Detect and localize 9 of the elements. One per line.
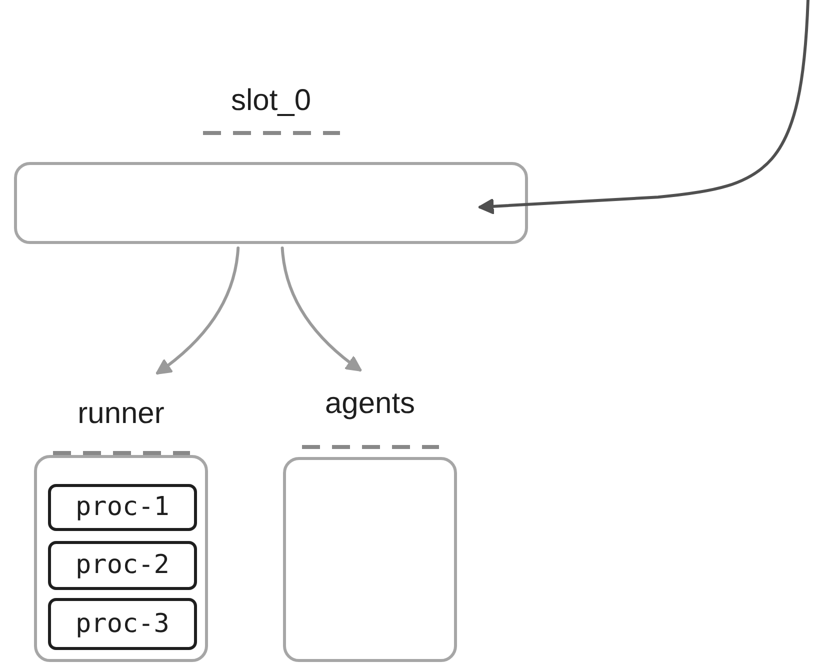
- process-box: proc-3: [48, 598, 197, 650]
- arrow: [280, 246, 362, 372]
- process-box: proc-2: [48, 541, 197, 590]
- process-box: proc-1: [48, 484, 197, 531]
- node-title: slot_0: [230, 83, 312, 119]
- arrow: [156, 246, 240, 375]
- node-title: agents: [324, 386, 416, 422]
- arrow: [478, 0, 810, 215]
- node-title: runner: [78, 396, 164, 432]
